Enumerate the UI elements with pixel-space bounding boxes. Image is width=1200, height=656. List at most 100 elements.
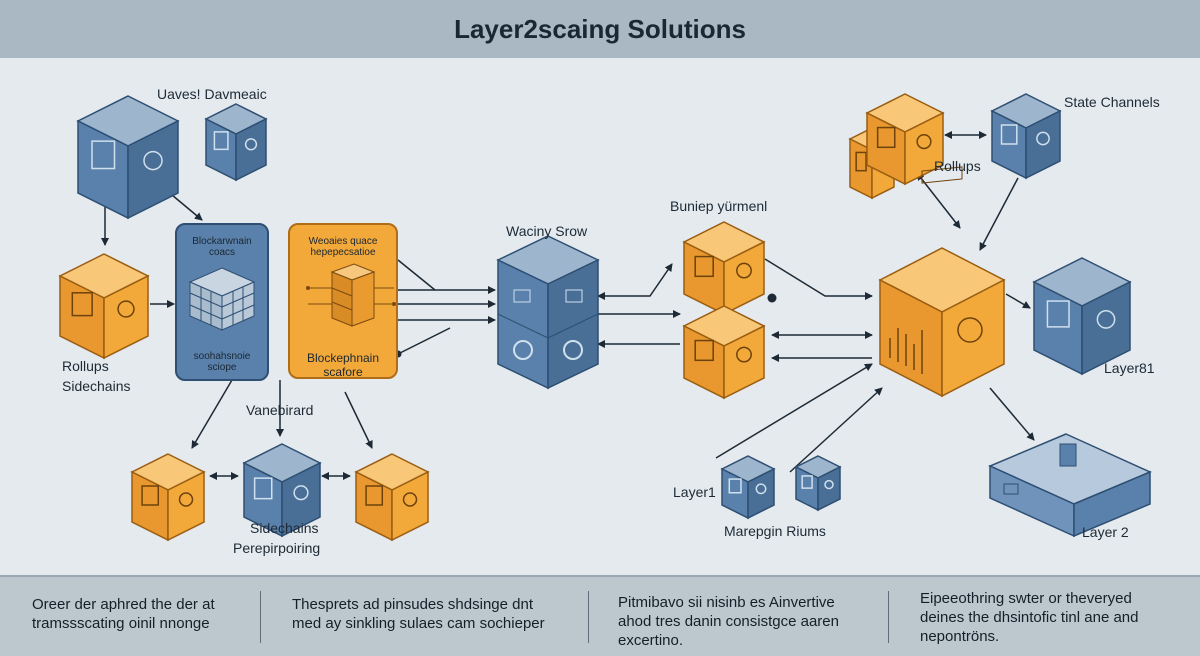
gear-icon (143, 150, 163, 171)
gear-icon (244, 138, 258, 151)
arrow-big-to-layer2 (989, 387, 1035, 441)
label-layer2: Layer 2 (1082, 524, 1129, 540)
cube-rollups-left (58, 253, 150, 360)
face-icon (694, 255, 714, 278)
arrow-marepgin-to-big (789, 387, 883, 473)
arrow-state-to-big (979, 177, 1019, 251)
label-marepgin: Marepgin Riums (724, 523, 826, 539)
cube-top-left (76, 95, 180, 220)
footer: Oreer der aphred the der at tramssscatin… (0, 575, 1200, 656)
face-icon (801, 475, 813, 489)
face-icon (1000, 124, 1018, 145)
footer-divider (260, 591, 261, 643)
cube-rollups-right (865, 93, 945, 186)
face-icon (694, 339, 714, 362)
gear-icon (513, 340, 533, 360)
footer-col-1: Oreer der aphred the der at tramssscatin… (32, 596, 215, 632)
stack-tower-icon (306, 263, 396, 327)
gear-icon (736, 346, 752, 363)
chip-icon (565, 289, 583, 303)
gear-icon (957, 317, 983, 343)
connector-arrows (101, 131, 1035, 480)
cube-layer81 (1032, 257, 1132, 376)
face-icon (1046, 300, 1070, 328)
panel-blue-top-text: Blockarwnain coacs (192, 236, 252, 258)
face-icon (876, 126, 896, 149)
footer-divider (888, 591, 889, 643)
big-orange-cube (878, 166, 1006, 398)
database-icon (1059, 443, 1077, 467)
arrow-big-to-layer81 (1005, 293, 1031, 309)
footer-col-2: Thesprets ad pinsudes shdsinge dnt med a… (292, 596, 545, 632)
gear-icon (824, 479, 834, 490)
cube-small-top (204, 103, 268, 182)
bar-chart-icon (889, 328, 923, 374)
label-uaves: Uaves! Davmeaic (157, 86, 267, 102)
arrow-layer1-to-big (715, 363, 873, 459)
cube-group (58, 93, 1132, 542)
gear-icon (736, 262, 752, 279)
cube-bottom-right (354, 453, 430, 542)
cube-mid-bottom (682, 305, 766, 400)
label-rollups-right: Rollups (934, 158, 981, 174)
label-layer1: Layer1 (673, 484, 716, 500)
face-icon (855, 151, 867, 172)
line-orange-panel-5 (397, 327, 451, 355)
face-icon (728, 478, 742, 494)
cube-marepgin (794, 455, 842, 512)
arrow-panel-to-bottom-left (191, 379, 233, 449)
gear-icon (402, 492, 418, 507)
footer-divider (588, 591, 589, 643)
face-icon (141, 485, 160, 506)
chip-icon (513, 289, 531, 303)
label-layer81: Layer81 (1104, 360, 1155, 376)
line-orange-panel-1 (397, 259, 436, 291)
face-icon (365, 485, 384, 506)
title-bar: Layer2scaing Solutions (0, 0, 1200, 58)
gear-icon (1036, 131, 1050, 146)
gear-icon (293, 485, 309, 501)
cube-mid-top (682, 221, 766, 316)
gear-icon (916, 134, 932, 150)
label-vanebirard: Vanebirard (246, 402, 314, 418)
gear-icon (755, 483, 767, 495)
gear-icon (563, 340, 583, 360)
tower-cube (496, 235, 600, 390)
cube-bottom-mid (242, 443, 322, 538)
layer2-slab (988, 433, 1152, 538)
cube-layer1 (720, 455, 776, 520)
panel-orange-bottom-text: Blockephnain scafore (306, 351, 380, 379)
label-perepirpoiring: Perepirpoiring (233, 540, 321, 556)
arrow-tower-to-cube-a (597, 263, 673, 300)
footer-col-4: Eipeeothring swter or theveryed deines t… (920, 590, 1139, 645)
page-title: Layer2scaing Solutions (454, 13, 746, 44)
footer-col-3: Pitmibavo sii nisinb es Ainvertive ahod … (618, 594, 839, 649)
blockchain-panel-orange (288, 223, 398, 379)
face-icon (71, 292, 93, 317)
grid-cube-icon (188, 267, 256, 331)
arrow-rollups-to-big (916, 172, 961, 229)
label-sidechains-left: Sidechains (62, 378, 131, 394)
gear-icon (178, 492, 194, 507)
label-sidechains-bottom: Sidechains (250, 520, 319, 536)
cube-bottom-left (130, 453, 206, 542)
diagram-graphic (58, 93, 1152, 542)
label-waciny-srow: Waciny Srow (506, 223, 588, 239)
face-icon (213, 131, 229, 151)
gear-icon (1096, 310, 1116, 329)
label-rollups-left: Rollups (62, 358, 109, 374)
arrow-cube-to-big-a (764, 258, 873, 300)
chip-icon (921, 166, 963, 184)
panel-blue-bottom-text: soohahsnoie sciope (193, 351, 251, 373)
face-icon (253, 477, 273, 500)
arrow-panel-to-bottom-right (344, 391, 373, 449)
gear-icon (117, 300, 135, 318)
face-icon (91, 140, 116, 170)
port-icon (1003, 483, 1019, 495)
blockchain-panel-blue (175, 223, 269, 381)
panel-orange-top-text: Weoaies quace hepepecsatioe (308, 236, 378, 258)
label-state-channels: State Channels (1064, 94, 1160, 110)
label-buniep: Buniep yürmenl (670, 198, 768, 214)
diagram-canvas: Blockarwnain coacs soohahsnoie sciope We… (0, 58, 1200, 575)
cube-state-channels (990, 93, 1062, 180)
